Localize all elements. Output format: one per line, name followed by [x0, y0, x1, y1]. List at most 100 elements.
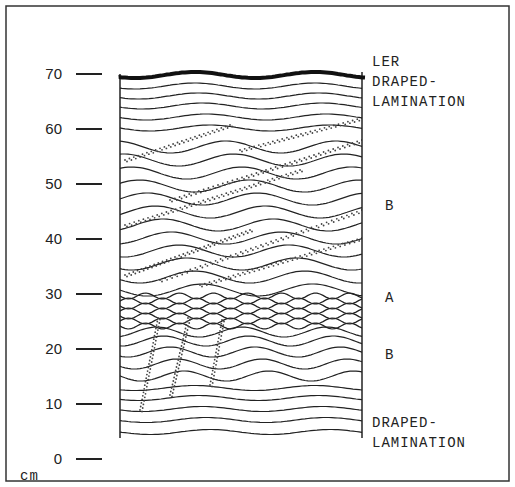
stipple-dot — [198, 190, 200, 192]
stipple-dot — [220, 335, 222, 337]
stipple-dot — [157, 317, 159, 319]
lamina — [120, 219, 362, 231]
stipple-dot — [303, 232, 305, 234]
stipple-dot — [147, 217, 149, 219]
stipple-dot — [190, 137, 192, 139]
stipple-dot — [194, 267, 196, 269]
stipple-dot — [147, 379, 149, 381]
stipple-dot — [203, 133, 205, 135]
stipple-dot — [192, 139, 194, 141]
stipple-dot — [214, 368, 216, 370]
stipple-dot — [210, 189, 212, 191]
stipple-dot — [212, 382, 214, 384]
stipple-dot — [243, 178, 245, 180]
stipple-dot — [290, 258, 292, 260]
stipple-dot — [215, 364, 217, 366]
stipple-dot — [269, 143, 271, 145]
stipple-dot — [301, 230, 303, 232]
stipple-dot — [339, 246, 341, 248]
stipple-dot — [148, 153, 150, 155]
axis-value: 30 — [22, 284, 62, 304]
stipple-dot — [225, 256, 227, 258]
stipple-dot — [152, 358, 154, 360]
stipple-dot — [199, 134, 201, 136]
stipple-dot — [318, 153, 320, 155]
stipple-dot — [199, 284, 201, 286]
stipple-dot — [235, 276, 237, 278]
stipple-dot — [164, 277, 166, 279]
stipple-dot — [161, 281, 163, 283]
stipple-dot — [218, 350, 220, 352]
stipple-dot — [263, 143, 265, 145]
stipple-dot — [185, 336, 187, 338]
stipple-dot — [172, 143, 174, 145]
stipple-dot — [272, 178, 274, 180]
stipple-dot — [220, 326, 222, 328]
stipple-dot — [218, 130, 220, 132]
stipple-dot — [184, 340, 186, 342]
stipple-dot — [184, 205, 186, 207]
stipple-dot — [224, 238, 226, 240]
stipple-dot — [301, 160, 303, 162]
stipple-dot — [182, 338, 184, 340]
lamina — [120, 327, 362, 337]
stipple-dot — [264, 182, 266, 184]
stipple-dot — [252, 269, 254, 271]
stipple-dot — [169, 394, 171, 396]
stipple-dot — [356, 211, 358, 213]
stipple-dot — [150, 150, 152, 152]
stipple-dot — [315, 156, 317, 158]
axis-value: 20 — [22, 339, 62, 359]
stipple-dot — [354, 241, 356, 243]
stipple-dot — [209, 133, 211, 135]
stipple-dot — [154, 335, 156, 337]
stipple-dot — [205, 263, 207, 265]
lamina — [120, 308, 362, 314]
stipple-dot — [214, 359, 216, 361]
stipple-dot — [169, 199, 171, 201]
stipple-dot — [200, 265, 202, 267]
stipple-dot — [140, 221, 142, 223]
stipple-dot — [174, 145, 176, 147]
stipple-dot — [213, 362, 215, 364]
stipple-dot — [150, 356, 152, 358]
stipple-dot — [296, 258, 298, 260]
stipple-dot — [170, 210, 172, 212]
stipple-dot — [188, 193, 190, 195]
stipple-dot — [349, 122, 351, 124]
stipple-dot — [250, 248, 252, 250]
stipple-dot — [328, 126, 330, 128]
stipple-dot — [180, 256, 182, 258]
stipple-dot — [195, 249, 197, 251]
stipple-dot — [133, 221, 135, 223]
stipple-dot — [187, 317, 189, 319]
axis-value: 40 — [22, 229, 62, 249]
stipple-dot — [323, 225, 325, 227]
stipple-dot — [333, 221, 335, 223]
lamina — [120, 318, 362, 324]
stipple-dot — [174, 382, 176, 384]
stipple-dot — [318, 226, 320, 228]
stipple-dot — [356, 118, 358, 120]
stipple-dot — [332, 148, 334, 150]
stipple-dot — [214, 131, 216, 133]
stipple-dot — [309, 252, 311, 254]
stipple-dot — [184, 270, 186, 272]
stipple-dot — [151, 267, 153, 269]
stipple-dot — [205, 190, 207, 192]
stipple-dot — [288, 138, 290, 140]
stipple-dot — [149, 265, 151, 267]
stipple-dot — [198, 201, 200, 203]
stipple-dot — [139, 409, 141, 411]
stipple-dot — [219, 330, 221, 332]
stipple-dot — [181, 345, 183, 347]
stipple-dot — [277, 168, 279, 170]
stipple-dot — [353, 214, 355, 216]
lamina — [120, 347, 362, 357]
stipple-dot — [251, 174, 253, 176]
stipple-dot — [214, 244, 216, 246]
stipple-dot — [147, 367, 149, 369]
stipple-dot — [187, 329, 189, 331]
stipple-dot — [266, 265, 268, 267]
stipple-dot — [349, 145, 351, 147]
